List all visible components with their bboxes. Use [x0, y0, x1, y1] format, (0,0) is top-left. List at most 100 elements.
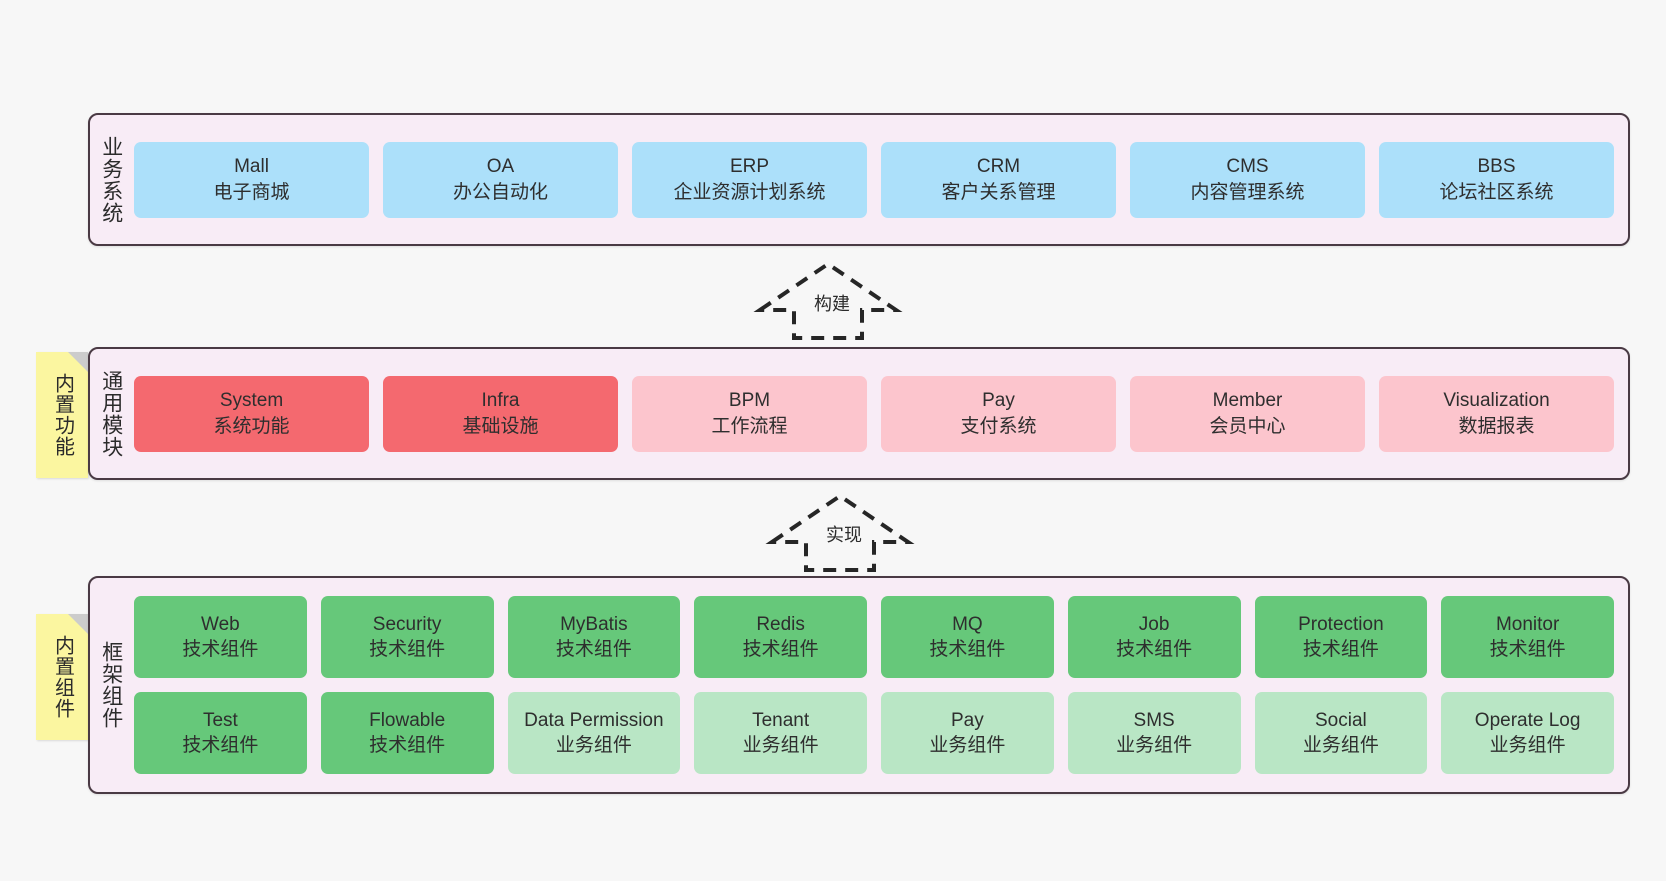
node-title-en: Test: [202, 709, 238, 731]
node-cms[interactable]: CMS 内容管理系统: [1130, 141, 1365, 218]
sticky-note-label: 内置组件: [51, 635, 74, 719]
node-title-en: Protection: [1298, 613, 1384, 635]
node-title-en: Visualization: [1443, 390, 1550, 412]
node-tenant[interactable]: Tenant 业务组件: [694, 692, 867, 774]
node-title-en: Tenant: [752, 709, 810, 731]
node-title-en: MyBatis: [560, 613, 628, 635]
node-bbs[interactable]: BBS 论坛社区系统: [1379, 141, 1614, 218]
node-title-en: CRM: [976, 156, 1021, 178]
layer-framework-component-body: Web 技术组件 Security 技术组件 MyBatis 技术组件 Redi…: [132, 578, 1628, 792]
sticky-fold-corner-icon: [68, 352, 88, 372]
node-title-cn: 业务组件: [1302, 735, 1379, 756]
framework-business-row: Test 技术组件 Flowable 技术组件 Data Permission …: [134, 692, 1614, 774]
node-web[interactable]: Web 技术组件: [134, 596, 307, 678]
node-title-en: Security: [372, 613, 442, 635]
node-flowable[interactable]: Flowable 技术组件: [320, 692, 494, 774]
node-title-cn: 数据报表: [1458, 415, 1535, 437]
node-title-cn: 技术组件: [1489, 639, 1566, 660]
node-mq[interactable]: MQ 技术组件: [881, 596, 1054, 678]
node-member[interactable]: Member 会员中心: [1130, 375, 1365, 452]
layer-business-system: 业务系统 Mall 电子商城 OA 办公自动化 ERP 企业资源计划系统 CRM…: [88, 113, 1630, 246]
node-title-cn: 企业资源计划系统: [673, 181, 826, 203]
connector-implement-arrow-icon: [765, 493, 915, 572]
business-system-row: Mall 电子商城 OA 办公自动化 ERP 企业资源计划系统 CRM 客户关系…: [134, 141, 1614, 218]
node-job[interactable]: Job 技术组件: [1067, 596, 1241, 678]
node-title-cn: 技术组件: [929, 639, 1006, 660]
node-title-en: Mall: [234, 156, 269, 178]
node-test[interactable]: Test 技术组件: [134, 692, 307, 774]
node-system[interactable]: System 系统功能: [134, 375, 369, 452]
sticky-fold-corner-icon: [68, 614, 88, 634]
node-title-cn: 技术组件: [369, 735, 446, 756]
node-data-permission[interactable]: Data Permission 业务组件: [507, 692, 681, 774]
node-redis[interactable]: Redis 技术组件: [694, 596, 867, 678]
node-title-cn: 支付系统: [960, 415, 1037, 437]
node-title-cn: 技术组件: [1302, 639, 1379, 660]
node-title-en: ERP: [729, 156, 770, 178]
node-title-cn: 业务组件: [1116, 735, 1193, 756]
node-oa[interactable]: OA 办公自动化: [383, 141, 618, 218]
framework-tech-row: Web 技术组件 Security 技术组件 MyBatis 技术组件 Redi…: [134, 596, 1614, 678]
node-mybatis[interactable]: MyBatis 技术组件: [507, 596, 681, 678]
layer-common-module: 通用模块 System 系统功能 Infra 基础设施 BPM 工作流程 Pay…: [88, 347, 1630, 480]
node-title-en: Data Permission: [524, 709, 664, 731]
node-pay-module[interactable]: Pay 支付系统: [881, 375, 1116, 452]
node-mall[interactable]: Mall 电子商城: [134, 141, 369, 218]
node-title-cn: 技术组件: [182, 639, 259, 660]
node-erp[interactable]: ERP 企业资源计划系统: [632, 141, 867, 218]
node-title-en: Web: [201, 613, 240, 635]
node-bpm[interactable]: BPM 工作流程: [632, 375, 867, 452]
connector-build-label: 构建: [814, 294, 850, 314]
node-title-cn: 技术组件: [182, 735, 259, 756]
node-title-cn: 技术组件: [555, 639, 632, 660]
node-title-en: CMS: [1226, 156, 1269, 178]
node-title-en: Infra: [481, 390, 520, 412]
node-infra[interactable]: Infra 基础设施: [383, 375, 618, 452]
connector-implement-label: 实现: [826, 525, 862, 545]
node-title-en: Member: [1212, 390, 1283, 412]
node-title-cn: 技术组件: [369, 639, 446, 660]
layer-framework-component-title: 框架组件: [99, 641, 123, 729]
node-title-cn: 客户关系管理: [941, 181, 1056, 203]
sticky-note-builtin-features: 内置功能: [36, 352, 88, 478]
node-social[interactable]: Social 业务组件: [1254, 692, 1428, 774]
node-title-en: BBS: [1477, 156, 1516, 178]
common-module-row: System 系统功能 Infra 基础设施 BPM 工作流程 Pay 支付系统…: [134, 375, 1614, 452]
layer-common-module-title: 通用模块: [99, 369, 123, 458]
layer-business-system-title: 业务系统: [99, 135, 123, 224]
node-title-cn: 会员中心: [1209, 415, 1286, 437]
node-sms[interactable]: SMS 业务组件: [1067, 692, 1241, 774]
node-title-en: System: [219, 390, 284, 412]
node-title-en: BPM: [728, 390, 771, 412]
node-title-cn: 论坛社区系统: [1439, 181, 1554, 203]
node-operate-log[interactable]: Operate Log 业务组件: [1441, 692, 1614, 774]
node-security[interactable]: Security 技术组件: [320, 596, 494, 678]
node-protection[interactable]: Protection 技术组件: [1254, 596, 1428, 678]
node-title-cn: 系统功能: [213, 415, 290, 437]
layer-business-system-body: Mall 电子商城 OA 办公自动化 ERP 企业资源计划系统 CRM 客户关系…: [132, 115, 1628, 244]
node-pay-component[interactable]: Pay 业务组件: [881, 692, 1054, 774]
sticky-note-builtin-components: 内置组件: [36, 614, 88, 740]
node-title-en: Flowable: [369, 709, 446, 731]
node-title-cn: 电子商城: [213, 181, 290, 203]
sticky-note-label: 内置功能: [51, 373, 74, 457]
node-title-cn: 基础设施: [462, 415, 539, 437]
node-title-en: Social: [1315, 709, 1367, 731]
node-visualization[interactable]: Visualization 数据报表: [1379, 375, 1614, 452]
node-title-cn: 技术组件: [742, 639, 819, 660]
node-crm[interactable]: CRM 客户关系管理: [881, 141, 1116, 218]
node-title-en: Pay: [982, 390, 1015, 412]
node-title-cn: 工作流程: [711, 415, 788, 437]
node-title-en: MQ: [952, 613, 983, 635]
node-title-cn: 业务组件: [555, 735, 632, 756]
node-title-en: Redis: [756, 613, 805, 635]
node-title-en: Operate Log: [1474, 709, 1581, 731]
layer-common-module-body: System 系统功能 Infra 基础设施 BPM 工作流程 Pay 支付系统…: [132, 349, 1628, 478]
node-title-en: SMS: [1133, 709, 1175, 731]
node-title-en: Pay: [951, 709, 984, 731]
layer-framework-component: 框架组件 Web 技术组件 Security 技术组件 MyBatis 技术组件…: [88, 576, 1630, 794]
node-title-cn: 业务组件: [1489, 735, 1566, 756]
node-monitor[interactable]: Monitor 技术组件: [1441, 596, 1614, 678]
node-title-cn: 技术组件: [1116, 639, 1193, 660]
